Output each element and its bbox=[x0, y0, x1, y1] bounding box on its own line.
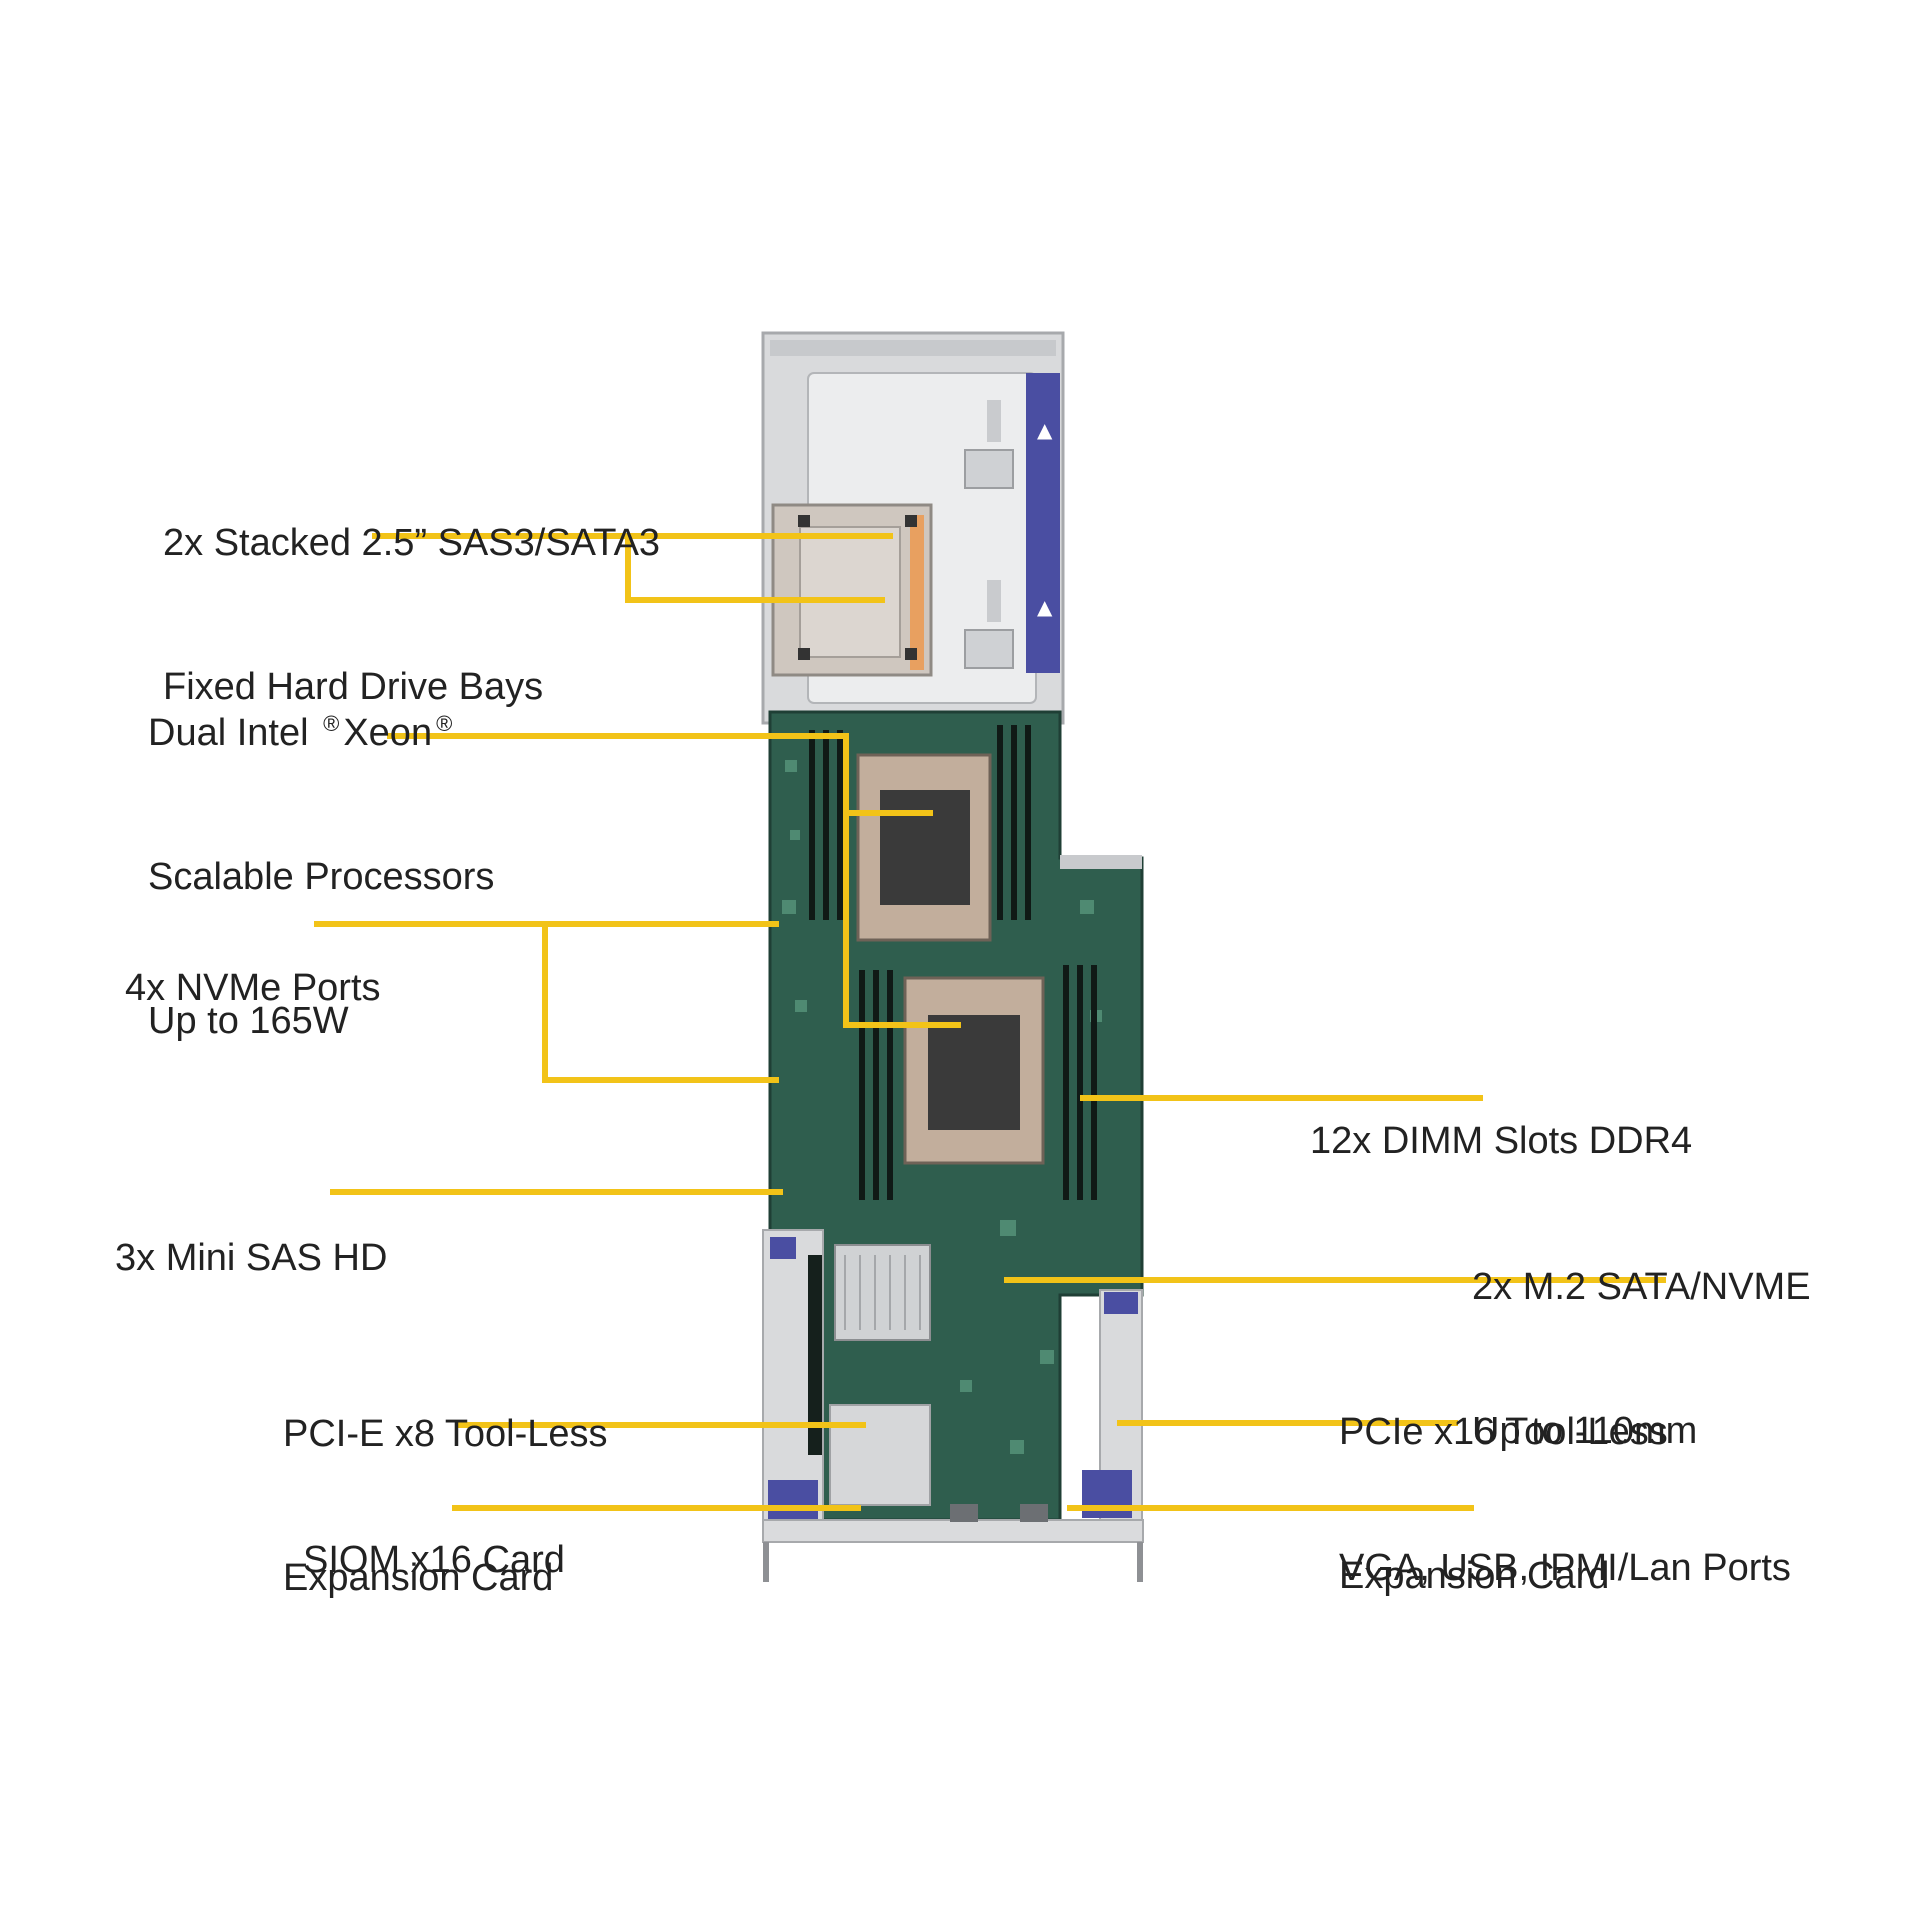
callout-processors-branch bbox=[843, 810, 961, 1028]
callout-nvme-branch bbox=[542, 921, 779, 1083]
callout-processors bbox=[387, 733, 933, 816]
callout-drive-bays-branch bbox=[625, 533, 885, 603]
label-pcie-x8: PCI-E x8 Tool-Less Expansion Card bbox=[283, 1413, 608, 1599]
svg-text:▲: ▲ bbox=[1037, 418, 1053, 442]
label-drive-bays: 2x Stacked 2.5” SAS3/SATA3 Fixed Hard Dr… bbox=[163, 522, 661, 708]
svg-text:▲: ▲ bbox=[1037, 595, 1053, 619]
dimm-slots bbox=[809, 725, 1097, 1200]
label-siom: SIOM x16 Card bbox=[303, 1539, 565, 1581]
label-nvme: 4x NVMe Ports bbox=[125, 967, 381, 1009]
label-pcie-x16: PCIe x16 Tool-Less Expansion Card bbox=[1339, 1411, 1668, 1597]
label-mini-sas: 3x Mini SAS HD bbox=[115, 1237, 388, 1279]
label-m2: 2x M.2 SATA/NVME Up to 110mm bbox=[1472, 1266, 1811, 1452]
drive-bay-tray: ▲ ▲ bbox=[761, 331, 1065, 725]
label-dimm: 12x DIMM Slots DDR4 bbox=[1310, 1120, 1693, 1162]
label-ports: VGA, USB, IPMI/Lan Ports bbox=[1339, 1547, 1791, 1589]
callout-lines bbox=[314, 533, 1666, 1511]
label-processors: Dual Intel ®Xeon® Scalable Processors Up… bbox=[148, 711, 495, 1042]
cpu-heatsinks bbox=[856, 753, 1045, 1165]
expansion-area bbox=[762, 1229, 1144, 1582]
